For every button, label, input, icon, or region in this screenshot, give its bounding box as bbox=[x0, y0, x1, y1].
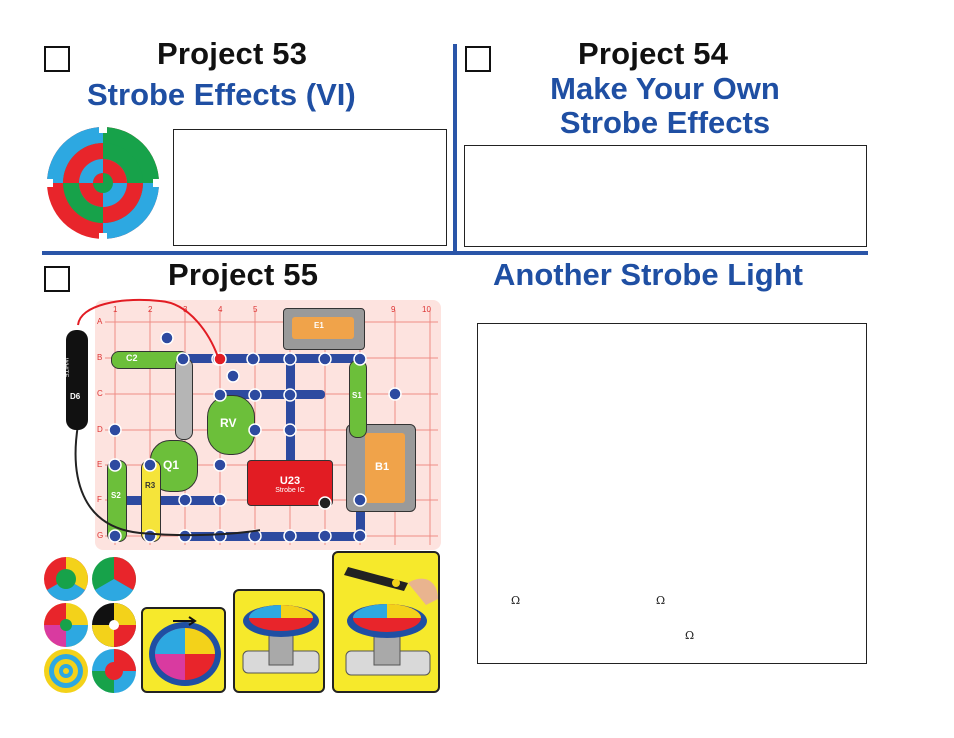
project54-text-box bbox=[464, 145, 867, 247]
project54-subtitle-line2: Strobe Effects bbox=[559, 105, 771, 140]
row-label-d: D bbox=[97, 425, 103, 434]
led-d6: WHITE D6 bbox=[62, 330, 88, 430]
snap-wire-bottom bbox=[115, 496, 225, 505]
variable-resistor-rv: RV bbox=[207, 395, 255, 455]
project55-title: Project 55 bbox=[168, 257, 319, 292]
snap-wire-base bbox=[180, 532, 360, 541]
project53-subtitle: Strobe Effects (VI) bbox=[87, 77, 356, 112]
jumper-wires bbox=[74, 299, 260, 537]
assembly-step-3 bbox=[332, 551, 440, 693]
row-label-g: G bbox=[97, 531, 104, 540]
section-divider bbox=[42, 251, 868, 255]
col-label-9: 9 bbox=[391, 305, 396, 314]
disc-top-image bbox=[149, 616, 221, 686]
snap-wire-vertical bbox=[286, 354, 295, 464]
d6-color-label: WHITE bbox=[62, 358, 68, 378]
col-label-10: 10 bbox=[422, 305, 431, 314]
u23-sub-label: Strobe IC bbox=[275, 487, 305, 494]
project53-text-box bbox=[173, 129, 447, 246]
strobe-ic-u23: U23 Strobe IC bbox=[247, 460, 333, 506]
disc-motor-image bbox=[242, 605, 320, 674]
b1-label: B1 bbox=[375, 461, 390, 473]
strobe-disc-image bbox=[44, 123, 162, 243]
omega-symbol-1: Ω bbox=[511, 594, 521, 607]
c2-label: C2 bbox=[126, 353, 138, 363]
column-divider bbox=[453, 44, 457, 255]
row-label-a: A bbox=[97, 317, 103, 326]
battery-b1: B1 bbox=[346, 424, 416, 512]
project54-title: Project 54 bbox=[578, 36, 729, 71]
assembly-step-1 bbox=[141, 607, 226, 693]
omega-symbol-2: Ω bbox=[656, 594, 666, 607]
strobe-patterns-grid bbox=[44, 557, 136, 693]
snap-wire-top bbox=[180, 354, 360, 363]
project54-subtitle-line1: Make Your Own bbox=[550, 71, 780, 106]
q1-label: Q1 bbox=[163, 458, 180, 472]
row-label-c: C bbox=[97, 389, 103, 398]
u23-label: U23 bbox=[279, 475, 301, 487]
col-label-5: 5 bbox=[253, 305, 258, 314]
project53-checkbox[interactable] bbox=[44, 46, 70, 72]
row-label-f: F bbox=[97, 495, 102, 504]
snap-wire-middle bbox=[215, 390, 325, 399]
project54-checkbox[interactable] bbox=[465, 46, 491, 72]
col-label-2: 2 bbox=[148, 305, 153, 314]
project55-checkbox[interactable] bbox=[44, 266, 70, 292]
omega-symbol-3: Ω bbox=[685, 629, 695, 642]
disc-hand-image bbox=[344, 567, 438, 676]
d6-label: D6 bbox=[70, 392, 81, 401]
row-label-e: E bbox=[97, 460, 103, 469]
part-e1: E1 bbox=[283, 308, 365, 350]
project55-subtitle: Another Strobe Light bbox=[493, 257, 803, 292]
project55-text-box: Ω Ω Ω bbox=[477, 323, 867, 664]
s1-label: S1 bbox=[352, 391, 362, 400]
s2-label: S2 bbox=[111, 491, 121, 500]
assembly-step-2 bbox=[233, 589, 325, 693]
rv-label: RV bbox=[220, 416, 237, 430]
e1-label: E1 bbox=[314, 321, 324, 330]
col-label-1: 1 bbox=[113, 305, 118, 314]
row-label-b: B bbox=[97, 353, 103, 362]
r3-label: R3 bbox=[145, 481, 156, 490]
col-label-4: 4 bbox=[218, 305, 223, 314]
project53-title: Project 53 bbox=[157, 36, 308, 71]
